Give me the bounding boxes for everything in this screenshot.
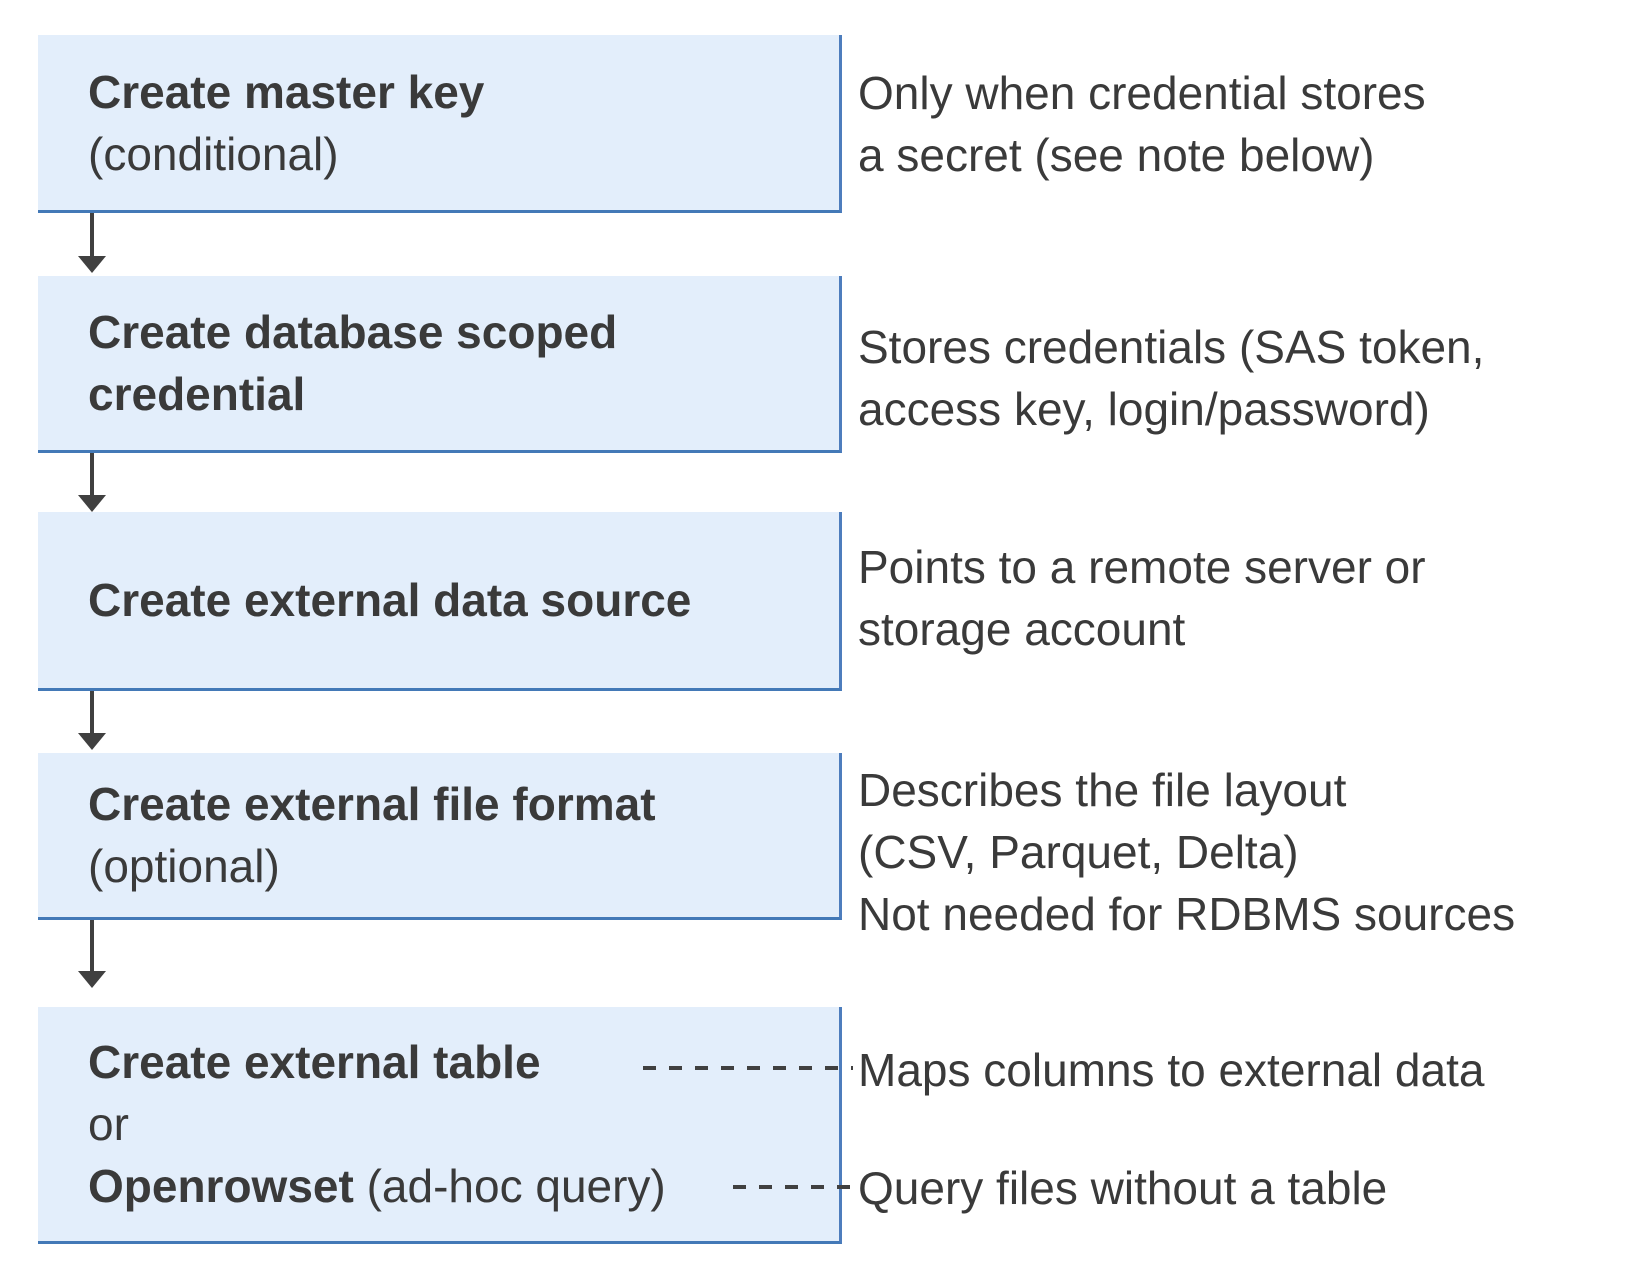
annotation-line: Only when credential stores	[858, 67, 1426, 119]
box-title: Create master key	[88, 65, 485, 118]
box-alt-title: Openrowset	[88, 1160, 354, 1212]
down-arrow-icon	[78, 920, 106, 988]
arrow-stem	[90, 213, 94, 258]
arrow-head	[78, 971, 106, 988]
arrow-stem	[90, 920, 94, 973]
flow-box-create-external-file-format: Create external file format (optional)	[38, 753, 842, 920]
box-connector-word: or	[88, 1098, 129, 1150]
box-qualifier: (conditional)	[88, 127, 339, 180]
annotation-external-file-format: Describes the file layout (CSV, Parquet,…	[858, 759, 1515, 945]
annotation-line: Query files without a table	[858, 1162, 1388, 1214]
arrow-head	[78, 495, 106, 512]
arrow-head	[78, 733, 106, 750]
annotation-line: storage account	[858, 603, 1186, 655]
annotation-line: a secret (see note below)	[858, 129, 1375, 181]
arrow-head	[78, 256, 106, 273]
annotation-line: access key, login/password)	[858, 383, 1430, 435]
box-title: Create external data source	[88, 574, 692, 626]
annotation-external-table: Maps columns to external data	[858, 1039, 1484, 1101]
annotation-line: (CSV, Parquet, Delta)	[858, 826, 1299, 878]
annotation-line: Stores credentials (SAS token,	[858, 321, 1485, 373]
box-title: Create external file format	[88, 778, 656, 830]
flow-box-create-external-data-source: Create external data source	[38, 512, 842, 691]
annotation-line: Maps columns to external data	[858, 1044, 1485, 1096]
annotation-line: Points to a remote server or	[858, 541, 1426, 593]
box-alt-line: Openrowset (ad-hoc query)	[88, 1155, 839, 1217]
annotation-scoped-credential: Stores credentials (SAS token, access ke…	[858, 316, 1484, 440]
arrow-stem	[90, 691, 94, 735]
annotation-line: Describes the file layout	[858, 764, 1347, 816]
flow-box-create-external-table-or-openrowset: Create external table or Openrowset (ad-…	[38, 1007, 842, 1244]
box-qualifier: (optional)	[88, 840, 280, 892]
arrow-stem	[90, 453, 94, 497]
down-arrow-icon	[78, 213, 106, 273]
box-alt-suffix: (ad-hoc query)	[353, 1160, 666, 1212]
box-title: Create database scoped	[88, 306, 618, 358]
annotation-external-data-source: Points to a remote server or storage acc…	[858, 536, 1426, 660]
flow-box-create-master-key: Create master key (conditional)	[38, 35, 842, 213]
box-title: Create external table	[88, 1036, 541, 1088]
annotation-master-key: Only when credential stores a secret (se…	[858, 62, 1426, 186]
dashed-connector-external-table	[643, 1066, 853, 1070]
flow-box-create-database-scoped-credential: Create database scoped credential	[38, 276, 842, 453]
down-arrow-icon	[78, 453, 106, 512]
down-arrow-icon	[78, 691, 106, 750]
dashed-connector-openrowset	[733, 1185, 853, 1189]
annotation-line: Not needed for RDBMS sources	[858, 888, 1516, 940]
box-title: credential	[88, 368, 306, 420]
annotation-openrowset: Query files without a table	[858, 1157, 1387, 1219]
